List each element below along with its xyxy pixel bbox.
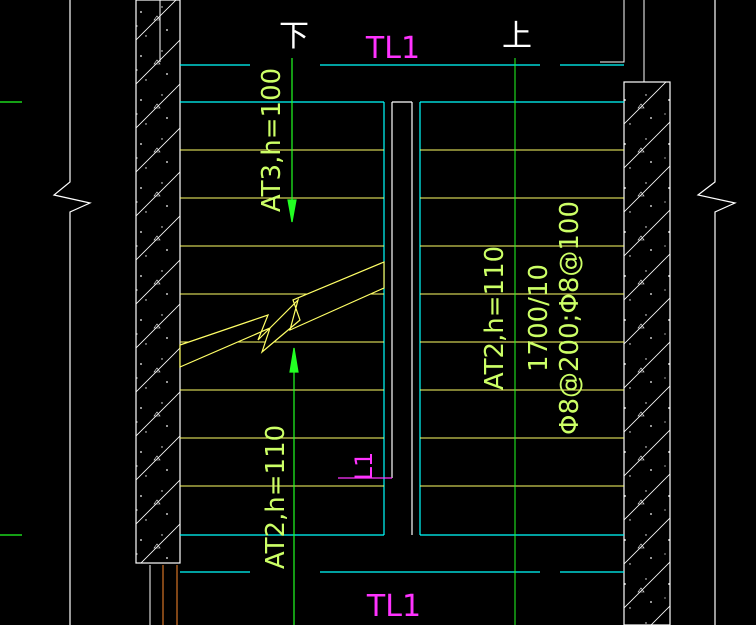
walk-lines	[287, 58, 516, 625]
label-flight-left-upper: AT3,h=100	[257, 68, 287, 212]
labels: 下 上 TL1 TL1 L1 AT3,h=100 AT2,h=110 AT2,h…	[257, 19, 585, 624]
label-width-spec: 1700/10	[524, 264, 554, 372]
label-up: 上	[502, 19, 532, 54]
right-treads	[420, 149, 624, 487]
left-flight-outline	[180, 101, 385, 536]
break-line	[179, 261, 385, 368]
label-flight-right: AT2,h=110	[480, 246, 510, 390]
label-beam-mid: L1	[350, 452, 378, 481]
label-beam-bottom: TL1	[366, 589, 421, 624]
stair-beams	[180, 64, 624, 573]
left-concrete-wall	[135, 0, 181, 564]
label-beam-top: TL1	[365, 31, 420, 66]
stair-well	[391, 101, 413, 535]
right-concrete-wall	[600, 0, 671, 625]
label-down: 下	[279, 19, 309, 54]
rebar-lines	[136, 562, 180, 625]
outer-wall-lines	[0, 0, 737, 625]
right-flight-outline	[419, 101, 624, 536]
label-flight-left-lower: AT2,h=110	[261, 425, 291, 569]
label-rebar-spec: Φ8@200;Φ8@100	[555, 201, 585, 435]
